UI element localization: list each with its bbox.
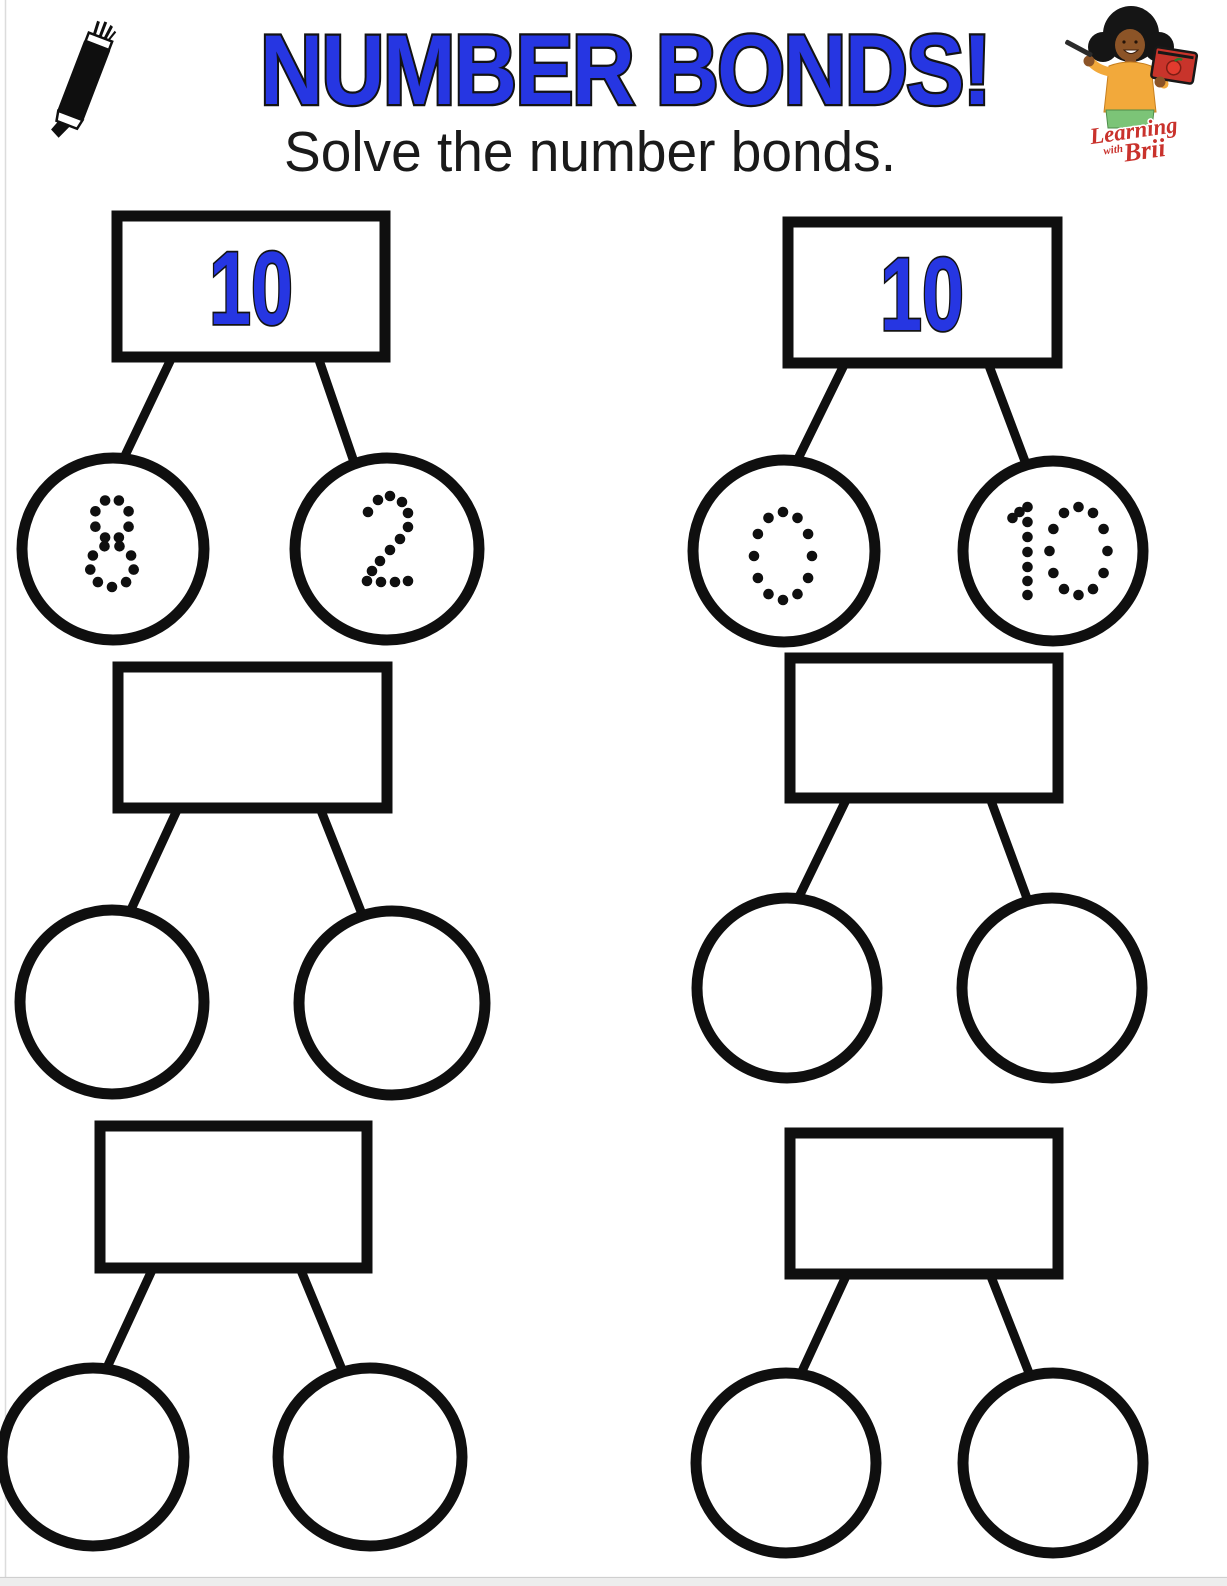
whole-box[interactable] xyxy=(112,661,393,814)
whole-box[interactable] xyxy=(784,1127,1064,1280)
bond-line-right xyxy=(983,358,1031,469)
part-circle-right[interactable] xyxy=(956,892,1148,1084)
bond-line-left xyxy=(791,793,852,908)
bond-line-right xyxy=(315,803,367,919)
whole-box[interactable] xyxy=(111,210,391,363)
whole-box[interactable] xyxy=(94,1120,373,1274)
page-title: NUMBER BONDS! xyxy=(260,14,990,125)
whole-box[interactable] xyxy=(782,216,1063,369)
part-circle-left[interactable] xyxy=(691,892,883,1084)
part-circle-left[interactable] xyxy=(0,1362,190,1552)
part-circle-left[interactable] xyxy=(690,1367,882,1559)
number-bond-2: 10 xyxy=(687,216,1149,648)
page-bottom-strip xyxy=(0,1578,1227,1586)
part-circle-left[interactable] xyxy=(687,454,881,648)
bond-line-left xyxy=(789,358,850,472)
number-bond-5 xyxy=(0,1120,468,1552)
whole-value: 10 xyxy=(209,231,293,347)
number-bond-6 xyxy=(690,1127,1149,1559)
face xyxy=(1115,29,1145,61)
learning-with-brii-logo: Learning with Brii xyxy=(1065,6,1199,172)
marker-icon xyxy=(51,20,117,138)
whole-value: 10 xyxy=(880,237,964,353)
bond-line-right xyxy=(985,793,1033,906)
bond-line-right xyxy=(985,1269,1036,1383)
bond-line-left xyxy=(123,803,183,921)
bond-line-left xyxy=(99,1263,158,1379)
bond-line-right xyxy=(313,352,359,467)
logo-text-with: with xyxy=(1103,143,1124,158)
yellow-top xyxy=(1103,61,1157,113)
part-circle-right[interactable] xyxy=(272,1362,468,1552)
pencil-icon xyxy=(1065,39,1093,57)
part-circle-right[interactable] xyxy=(293,905,491,1101)
notebook-icon xyxy=(1150,45,1199,85)
green-pants xyxy=(1105,109,1155,129)
teacher-illustration xyxy=(1065,6,1199,172)
part-circle-left[interactable] xyxy=(16,452,210,646)
number-bond-4 xyxy=(691,652,1148,1084)
traceable-digit-left[interactable] xyxy=(748,506,818,606)
number-bond-3 xyxy=(14,661,491,1101)
bond-line-right xyxy=(295,1263,348,1377)
traceable-digit-left[interactable] xyxy=(85,495,139,593)
traceable-digit-right[interactable] xyxy=(361,490,414,588)
logo-text-brii: Brii xyxy=(1121,133,1168,168)
part-circle-right[interactable] xyxy=(957,1367,1149,1559)
bond-line-left xyxy=(793,1269,852,1385)
page-subtitle: Solve the number bonds. xyxy=(284,120,896,184)
traceable-digit-right[interactable] xyxy=(1007,501,1113,601)
number-bond-1: 10 xyxy=(16,210,485,646)
part-circle-left[interactable] xyxy=(14,904,210,1100)
bond-line-left xyxy=(116,352,177,469)
whole-box[interactable] xyxy=(784,652,1064,804)
